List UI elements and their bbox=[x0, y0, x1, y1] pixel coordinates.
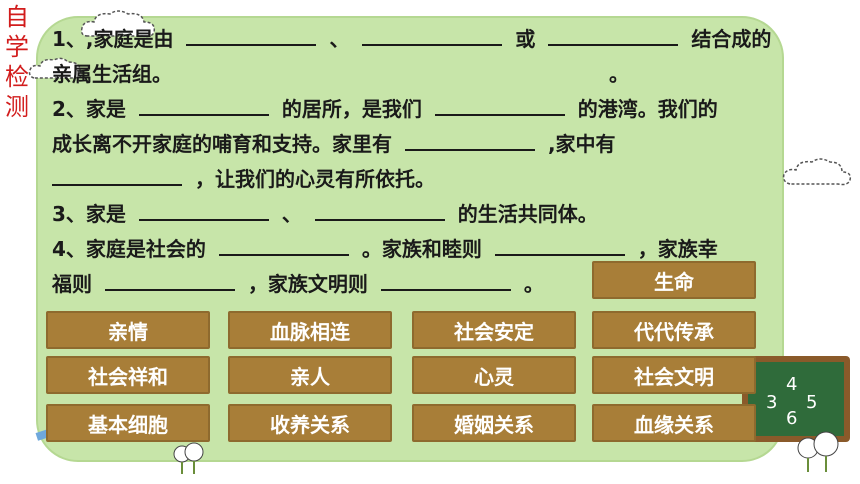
tree-icon bbox=[797, 431, 839, 472]
answer-button[interactable]: 生命 bbox=[592, 261, 756, 299]
answer-button[interactable]: 代代传承 bbox=[592, 311, 756, 349]
answer-blank[interactable] bbox=[494, 232, 625, 256]
side-title-char: 测 bbox=[5, 93, 29, 121]
answer-button[interactable]: 收养关系 bbox=[228, 404, 392, 442]
cloud-icon bbox=[782, 158, 852, 186]
question-text: 。 bbox=[608, 62, 629, 86]
question-text: 3、家是 bbox=[52, 202, 126, 226]
answer-button[interactable]: 心灵 bbox=[412, 356, 576, 394]
chalk-number: 5 bbox=[806, 392, 817, 413]
question-text: 结合成的 bbox=[691, 27, 772, 51]
answer-button[interactable]: 亲人 bbox=[228, 356, 392, 394]
answer-blank[interactable] bbox=[314, 197, 445, 221]
question-text: 4、家庭是社会的 bbox=[52, 237, 206, 261]
question-text: ，让我们的心灵有所依托。 bbox=[194, 167, 435, 191]
answer-button[interactable]: 亲情 bbox=[46, 311, 210, 349]
cloud-icon bbox=[28, 57, 82, 79]
question-text: 、 bbox=[329, 27, 350, 51]
side-title-char: 学 bbox=[5, 33, 29, 61]
answer-blank[interactable] bbox=[362, 22, 503, 46]
answer-blank[interactable] bbox=[52, 162, 182, 186]
side-title-char: 检 bbox=[5, 63, 29, 91]
question-text: 或 bbox=[515, 27, 536, 51]
chalk-number: 6 bbox=[786, 408, 797, 429]
question-line: ，让我们的心灵有所依托。 bbox=[52, 162, 812, 197]
answer-blank[interactable] bbox=[138, 197, 269, 221]
question-text: 、 bbox=[281, 202, 302, 226]
side-title: 自 学 检 测 bbox=[4, 2, 30, 122]
answer-button[interactable]: 血缘关系 bbox=[592, 404, 756, 442]
answer-button[interactable]: 社会祥和 bbox=[46, 356, 210, 394]
answer-button[interactable]: 血脉相连 bbox=[228, 311, 392, 349]
question-line: 亲属生活组。 。 bbox=[52, 57, 812, 92]
question-text: 成长离不开家庭的哺育和支持。家里有 bbox=[52, 132, 392, 156]
cloud-icon bbox=[80, 10, 156, 38]
answer-blank[interactable] bbox=[104, 267, 235, 291]
question-line: 3、家是 、 的生活共同体。 bbox=[52, 197, 812, 232]
answer-blank[interactable] bbox=[434, 92, 565, 116]
answer-blank[interactable] bbox=[404, 127, 535, 151]
answer-button[interactable]: 社会文明 bbox=[592, 356, 756, 394]
question-line: 2、家是 的居所，是我们 的港湾。我们的 bbox=[52, 92, 812, 127]
question-text: 的居所，是我们 bbox=[281, 97, 422, 121]
answer-blank[interactable] bbox=[380, 267, 511, 291]
chalkboard-icon: 3 4 5 6 bbox=[742, 356, 850, 442]
question-text: 。家族和睦则 bbox=[361, 237, 482, 261]
questions-block: 1、,家庭是由 、 或 结合成的 亲属生活组。 。 2、家是 的居所，是我们 的… bbox=[52, 22, 812, 302]
question-text: 2、家是 bbox=[52, 97, 126, 121]
question-text: 亲属生活组。 bbox=[52, 62, 172, 86]
question-line: 4、家庭是社会的 。家族和睦则 ，家族幸 bbox=[52, 232, 812, 267]
answer-button[interactable]: 基本细胞 bbox=[46, 404, 210, 442]
answer-button[interactable]: 社会安定 bbox=[412, 311, 576, 349]
question-text: ，家族文明则 bbox=[247, 272, 368, 296]
question-line: 福则 ，家族文明则 。 bbox=[52, 267, 812, 302]
question-text: 。 bbox=[523, 272, 544, 296]
answer-button[interactable]: 婚姻关系 bbox=[412, 404, 576, 442]
chalk-number: 3 bbox=[766, 392, 777, 413]
question-text: 的港湾。我们的 bbox=[577, 97, 718, 121]
question-line: 1、,家庭是由 、 或 结合成的 bbox=[52, 22, 812, 57]
answer-blank[interactable] bbox=[138, 92, 269, 116]
chalk-number: 4 bbox=[786, 374, 797, 395]
question-line: 成长离不开家庭的哺育和支持。家里有 ,家中有 bbox=[52, 127, 812, 162]
answer-blank[interactable] bbox=[218, 232, 349, 256]
question-text: 福则 bbox=[52, 272, 92, 296]
answer-blank[interactable] bbox=[186, 22, 317, 46]
side-title-char: 自 bbox=[5, 3, 29, 31]
question-text: 1、,家庭是由 bbox=[52, 27, 174, 51]
tree-icon bbox=[173, 442, 204, 474]
question-text: 的生活共同体。 bbox=[457, 202, 598, 226]
question-text: ,家中有 bbox=[547, 132, 616, 156]
answer-blank[interactable] bbox=[548, 22, 679, 46]
question-text: ，家族幸 bbox=[637, 237, 718, 261]
